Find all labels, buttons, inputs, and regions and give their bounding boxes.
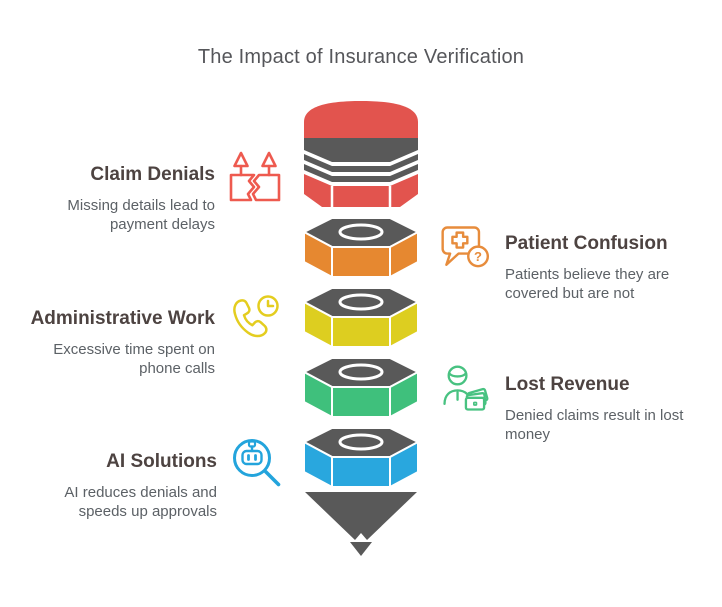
item-title: Lost Revenue (505, 374, 630, 395)
item-lost-revenue: Lost Revenue Denied claims result in los… (438, 362, 683, 445)
funnel-tip (305, 492, 417, 556)
item-title: AI Solutions (106, 451, 217, 472)
item-description: Patients believe they are covered but ar… (505, 265, 670, 303)
item-description: Excessive time spent on phone calls (53, 340, 215, 378)
item-title: Claim Denials (90, 164, 215, 185)
item-title: Administrative Work (30, 308, 215, 329)
funnel-layer-top-red (304, 101, 418, 207)
down-arrow-icon (350, 542, 372, 556)
item-administrative-work: Administrative Work Excessive time spent… (31, 293, 282, 379)
chat-medical-question-icon: ? (441, 226, 490, 268)
funnel-layer-blue (302, 427, 420, 489)
page-title: The Impact of Insurance Verification (197, 46, 525, 68)
item-description: AI reduces denials and speeds up approva… (64, 483, 217, 521)
phone-clock-icon (233, 295, 279, 338)
ai-search-icon (233, 439, 281, 487)
item-patient-confusion: ? Patient Confusion Patients believe the… (438, 221, 669, 304)
item-ai-solutions: AI Solutions AI reduces denials and spee… (64, 436, 284, 522)
item-description: Missing details lead to payment delays (67, 196, 215, 234)
funnel-layer-yellow (302, 287, 420, 349)
funnel-diagram (302, 101, 420, 556)
item-description: Denied claims result in lost money (505, 406, 684, 444)
question-mark-glyph: ? (474, 249, 482, 264)
broken-claim-icon (229, 151, 281, 202)
item-claim-denials: Claim Denials Missing details lead to pa… (67, 149, 282, 235)
funnel-layer-orange (302, 217, 420, 279)
item-title: Patient Confusion (505, 233, 668, 254)
person-money-icon (443, 365, 489, 411)
funnel-layer-green (302, 357, 420, 419)
